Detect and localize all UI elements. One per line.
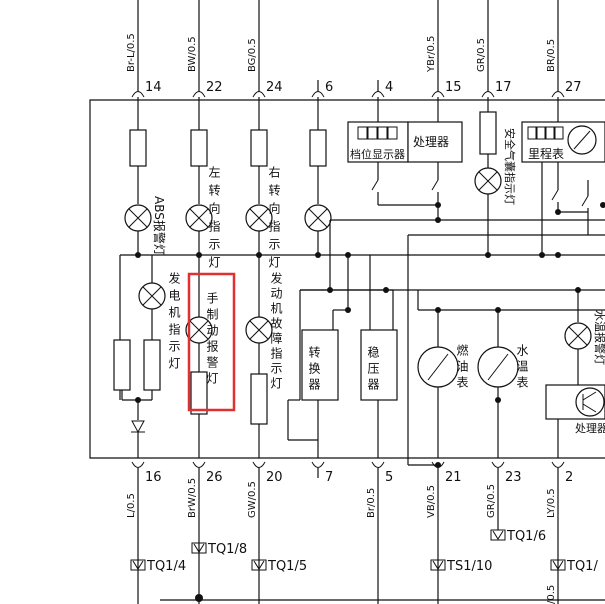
label-processor-top: 处理器 <box>413 135 449 149</box>
display-digits-icon <box>357 126 398 140</box>
wire-label-top: YBr/0.5 <box>426 36 437 73</box>
instrument-panel-frame <box>89 99 605 459</box>
label-left-turn: 左转向指示灯 <box>207 165 221 274</box>
label-processor-right: 处理器 <box>575 422 605 435</box>
resistor <box>309 129 327 167</box>
pin-number-top: 27 <box>565 80 582 95</box>
water-temp-gauge-icon <box>477 346 519 388</box>
resistor <box>250 129 268 167</box>
resistor <box>190 129 208 167</box>
label-airbag-lamp: 安全气囊指示灯 <box>503 128 517 205</box>
switch-icon <box>581 195 589 207</box>
highlight-box <box>187 272 236 412</box>
label-generator-lamp: 发电机指示灯 <box>167 271 181 374</box>
label-right-turn: 右转向指示灯 <box>267 165 281 274</box>
wire-label-bottom: L/0.5 <box>126 493 137 518</box>
wire-label-top: BG/0.5 <box>247 38 258 72</box>
diode-icon <box>131 420 145 434</box>
pin-number-bottom: 26 <box>206 470 223 485</box>
connector-label: TQ1/ <box>566 559 598 574</box>
resistor <box>250 373 268 425</box>
wire-label-bottom: /0.5 <box>546 585 557 604</box>
pin-number-top: 24 <box>266 80 283 95</box>
top-terminals <box>131 0 565 130</box>
wire-label-bottom: GR/0.5 <box>486 484 497 518</box>
pin-number-bottom: 21 <box>445 470 462 485</box>
processor-top-box <box>407 121 463 163</box>
connector-markers <box>130 529 605 602</box>
switch-icon <box>371 179 379 191</box>
label-regulator: 稳压器 <box>366 345 380 394</box>
pin-number-top: 22 <box>206 80 223 95</box>
resistor <box>129 129 147 167</box>
pin-number-bottom: 16 <box>145 470 162 485</box>
label-abs-lamp: ABS报警灯 <box>152 196 167 256</box>
lamp-icon <box>304 204 332 232</box>
display-digits-icon <box>527 126 564 140</box>
lamp-icon <box>474 167 502 195</box>
lamp-icon <box>245 204 273 232</box>
wire-label-bottom: GW/0.5 <box>247 481 258 518</box>
wire-label-top: BW/0.5 <box>187 36 198 72</box>
pin-number-bottom: 2 <box>565 470 573 485</box>
gauge-icon <box>567 125 597 155</box>
connector-label: TQ1/5 <box>267 559 307 574</box>
resistor <box>143 339 161 391</box>
pin-number-top: 6 <box>325 80 333 95</box>
wire-label-top: Br-L/0.5 <box>126 33 137 72</box>
pin-number-bottom: 5 <box>385 470 393 485</box>
lamp-icon <box>245 316 273 344</box>
fuel-gauge-icon <box>417 346 459 388</box>
converter-box <box>301 329 339 401</box>
label-water-temp-alarm: 水温报警灯 <box>593 310 605 365</box>
label-fuel-gauge: 燃油表 <box>455 343 469 392</box>
connector-label: TS1/10 <box>446 559 492 574</box>
label-converter: 转换器 <box>307 345 321 394</box>
lamp-icon <box>564 322 592 350</box>
pin-number-top: 15 <box>445 80 462 95</box>
switch-icon <box>551 189 559 201</box>
regulator-box <box>360 329 398 401</box>
pin-number-top: 4 <box>385 80 393 95</box>
wire-label-top: GR/0.5 <box>476 38 487 72</box>
lamp-icon <box>124 204 152 232</box>
pin-number-bottom: 20 <box>266 470 283 485</box>
switch-icon <box>431 179 439 191</box>
wire-label-bottom: LY/0.5 <box>546 488 557 518</box>
transistor-icon <box>575 387 605 417</box>
pin-number-top: 14 <box>145 80 162 95</box>
connector-label: TQ1/8 <box>207 542 247 557</box>
label-water-temp-gauge: 水温表 <box>515 344 529 392</box>
wire-label-bottom: Br/0.5 <box>366 488 377 518</box>
label-gear-display: 档位显示器 <box>350 147 405 161</box>
connector-label: TQ1/4 <box>146 559 186 574</box>
resistor <box>479 111 497 155</box>
pin-number-bottom: 23 <box>505 470 522 485</box>
wire-label-top: BR/0.5 <box>546 39 557 72</box>
connector-label: TQ1/6 <box>506 529 546 544</box>
wire-label-bottom: BrW/0.5 <box>187 478 198 518</box>
lamp-icon <box>138 282 166 310</box>
label-odometer: 里程表 <box>528 146 564 161</box>
label-engine-fault: 发动机故障指示灯 <box>269 271 283 392</box>
pin-number-bottom: 7 <box>325 470 333 485</box>
pin-number-top: 17 <box>495 80 512 95</box>
resistor <box>113 339 131 391</box>
label-handbrake-lamp: 手制动报警灯 <box>205 292 219 388</box>
bottom-terminals <box>131 461 565 604</box>
wire-label-bottom: VB/0.5 <box>426 485 437 518</box>
